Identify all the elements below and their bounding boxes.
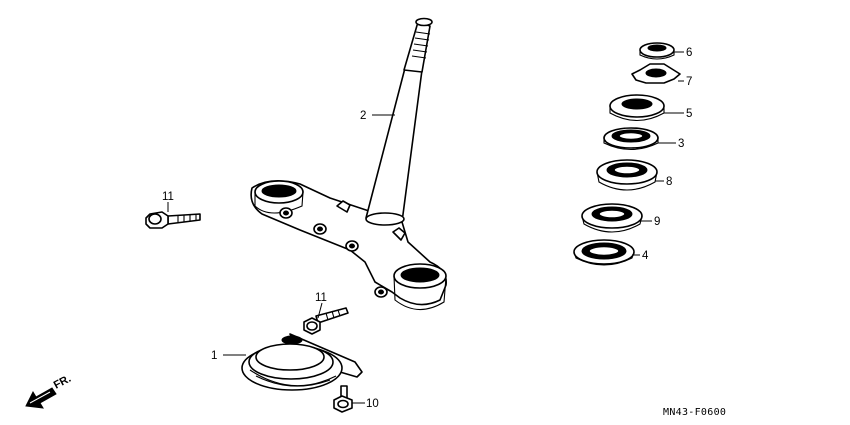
callout-8: 8: [666, 176, 672, 188]
callout-6: 6: [686, 47, 692, 59]
callout-3: 3: [678, 138, 684, 150]
adjusting-nut-part-5: [609, 94, 665, 122]
callout-10: 10: [366, 398, 379, 410]
callout-1: 1: [211, 350, 217, 362]
callout-5: 5: [686, 108, 692, 120]
bolt-part-11-lower: [303, 307, 349, 335]
horn-part-1: [241, 333, 363, 391]
callout-7: 7: [686, 76, 692, 88]
nut-part-10: [333, 385, 353, 413]
diagram-code: MN43-F0600: [663, 407, 726, 418]
steering-stem-part: [250, 17, 447, 311]
bolt-part-11-upper: [145, 211, 201, 229]
lower-bearing-part-9: [581, 203, 643, 233]
callout-4: 4: [642, 250, 649, 262]
lock-washer-part-7: [631, 63, 681, 84]
bearing-race-part-3: [603, 127, 659, 151]
upper-bearing-part-8: [596, 159, 658, 191]
callout-9: 9: [654, 216, 660, 228]
callout-11-lower: 11: [315, 292, 327, 304]
locknut-part-6: [639, 42, 675, 60]
callout-11-upper: 11: [162, 191, 174, 203]
front-direction-label: FR.: [52, 373, 73, 392]
leader-lines: [167, 51, 684, 404]
arrow-down-left-icon: [25, 387, 57, 409]
callout-2: 2: [360, 110, 366, 122]
lower-race-part-4: [573, 239, 635, 266]
